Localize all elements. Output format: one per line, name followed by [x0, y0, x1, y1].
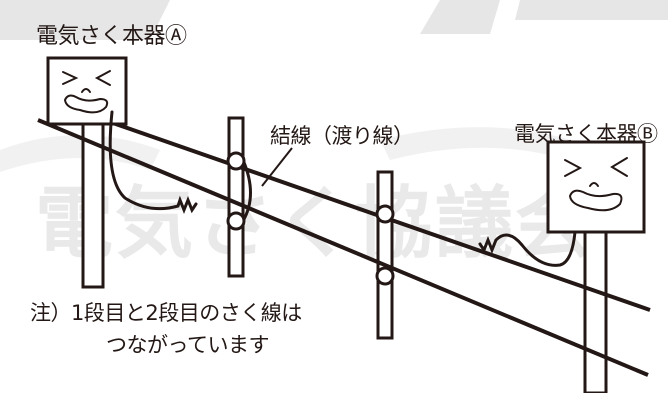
device-a-label: 電気さく本器Ⓐ [36, 24, 187, 49]
device-b-label: 電気さく本器Ⓑ [514, 122, 658, 146]
note-line-2: つながっています [106, 333, 269, 357]
device-b-box [546, 140, 646, 234]
device-a [46, 56, 128, 126]
face-mouth [63, 94, 109, 114]
insulator-post2-bottom [375, 266, 395, 286]
fence-post-b [583, 223, 608, 393]
fence-post-1 [227, 116, 245, 278]
watermark-banner-right [420, 0, 500, 34]
lead-wire-a [108, 110, 198, 215]
face-mouth [568, 189, 623, 212]
insulator-post1-bottom [226, 211, 246, 231]
watermark-layer: 電気さく協議会 [0, 0, 668, 269]
face-eye-right [610, 157, 628, 177]
lead-wire-b [478, 230, 577, 267]
face-icon [62, 70, 111, 114]
tie-wire-leader [261, 147, 293, 187]
insulator-post2-top [375, 204, 395, 224]
tie-wire [241, 158, 252, 223]
insulator-post1-top [226, 151, 246, 171]
face-icon [564, 157, 628, 212]
watermark-arc-right [380, 127, 600, 168]
watermark-banner-far [515, 0, 668, 20]
face-eye-left [62, 71, 79, 85]
fence-wire-tier2 [37, 118, 649, 377]
face-nose [81, 88, 91, 93]
device-a-box [46, 56, 128, 126]
note-line-1: 注）1段目と2段目のさく線は [30, 301, 302, 325]
watermark-arc-left [0, 135, 160, 172]
lead-wires [108, 110, 577, 267]
face-eye-right [94, 70, 111, 86]
watermark-banner-left [0, 0, 170, 40]
tie-wire-label: 結線（渡り線） [270, 124, 414, 148]
fence-post-2 [376, 170, 394, 340]
device-b [546, 140, 646, 234]
face-eye-left [564, 159, 583, 177]
insulators [226, 151, 395, 286]
face-nose [589, 182, 599, 187]
